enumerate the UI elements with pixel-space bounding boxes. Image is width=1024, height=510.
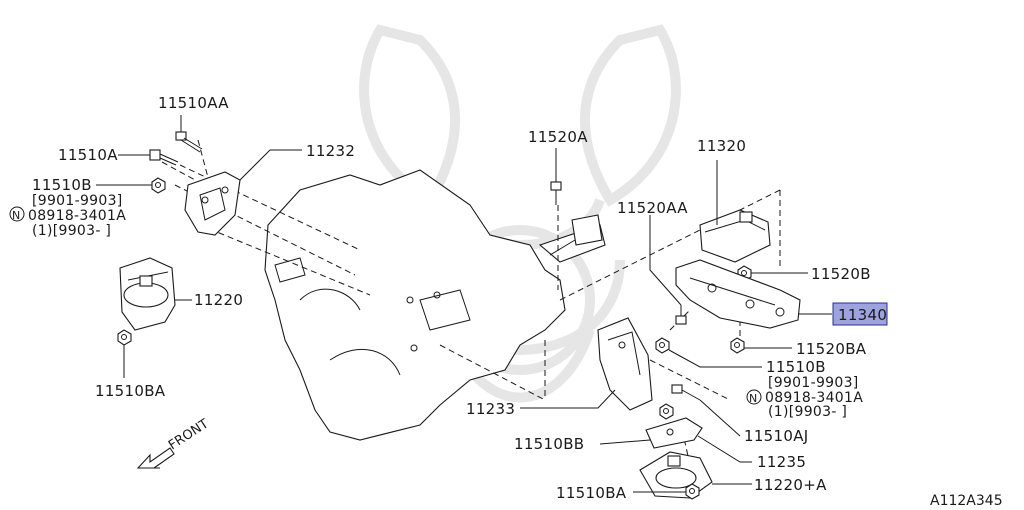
nut-11510BA-left-icon[interactable] xyxy=(117,329,132,346)
label-11520AA[interactable]: 11520AA xyxy=(617,199,688,217)
n-marker-right-text: N xyxy=(749,392,758,405)
sheet-id: A112A345 xyxy=(930,493,1003,509)
label-11510AA[interactable]: 11510AA xyxy=(158,94,229,112)
nut-11510BB-icon[interactable] xyxy=(659,403,674,420)
lower-right-mount-group xyxy=(520,317,762,500)
label-11520BA[interactable]: 11520BA xyxy=(796,340,867,358)
label-11510BB[interactable]: 11510BB xyxy=(514,435,584,453)
nut-11510BA-right-icon[interactable] xyxy=(685,483,700,500)
label-11220A[interactable]: 11220+A xyxy=(754,476,827,494)
label-11510BA-left[interactable]: 11510BA xyxy=(95,382,166,400)
label-11510BA-right[interactable]: 11510BA xyxy=(556,484,627,502)
label-11520A[interactable]: 11520A xyxy=(528,128,588,146)
mount-11220A[interactable] xyxy=(639,451,713,499)
label-11232[interactable]: 11232 xyxy=(306,142,355,160)
nut-11510B-left-icon[interactable] xyxy=(151,177,166,194)
label-11320[interactable]: 11320 xyxy=(697,137,746,155)
bolt-11520AA-icon[interactable] xyxy=(675,305,687,325)
n-marker-right: N xyxy=(746,389,762,405)
label-11510B-left[interactable]: 11510B xyxy=(32,176,92,194)
label-11340[interactable]: 11340 xyxy=(838,306,887,324)
label-11220[interactable]: 11220 xyxy=(194,291,243,309)
label-08918-left-qty: (1)[9903- ] xyxy=(32,223,111,239)
front-direction-indicator: FRONT xyxy=(136,417,211,469)
front-arrow-icon xyxy=(136,447,175,469)
right-crossmember-group xyxy=(649,160,832,354)
label-08918-right-qty: (1)[9903- ] xyxy=(768,404,847,420)
front-label: FRONT xyxy=(166,417,211,454)
plate-11235[interactable] xyxy=(645,417,703,449)
bracket-11233[interactable] xyxy=(597,317,653,411)
bolt-11510AJ-icon[interactable] xyxy=(671,384,701,401)
highlight-11340 xyxy=(832,302,888,326)
mount-11220[interactable] xyxy=(119,257,176,331)
label-11510A[interactable]: 11510A xyxy=(58,146,118,164)
crossmember-11340[interactable] xyxy=(675,259,801,329)
label-11510B-right[interactable]: 11510B xyxy=(766,358,826,376)
label-11510AJ[interactable]: 11510AJ xyxy=(744,427,809,445)
n-marker-left: N xyxy=(9,206,25,222)
nut-11510B-right-icon[interactable] xyxy=(655,337,670,354)
label-11520B[interactable]: 11520B xyxy=(811,265,871,283)
nut-11520BA-icon[interactable] xyxy=(730,337,745,354)
center-upper-group xyxy=(549,148,603,256)
label-11510B-right-range: [9901-9903] xyxy=(768,375,859,391)
bracket-11232[interactable] xyxy=(184,171,241,236)
n-marker-left-text: N xyxy=(12,209,21,222)
left-mount-group xyxy=(96,115,302,378)
bolt-11520A-icon[interactable] xyxy=(550,181,562,205)
label-08918-left[interactable]: 08918-3401A xyxy=(28,208,126,224)
label-11235[interactable]: 11235 xyxy=(757,453,806,471)
label-11510B-left-range: [9901-9903] xyxy=(32,193,123,209)
engine-block xyxy=(264,169,606,441)
mount-11320[interactable] xyxy=(699,209,771,263)
label-11233[interactable]: 11233 xyxy=(466,400,515,418)
label-08918-right[interactable]: 08918-3401A xyxy=(765,390,863,406)
